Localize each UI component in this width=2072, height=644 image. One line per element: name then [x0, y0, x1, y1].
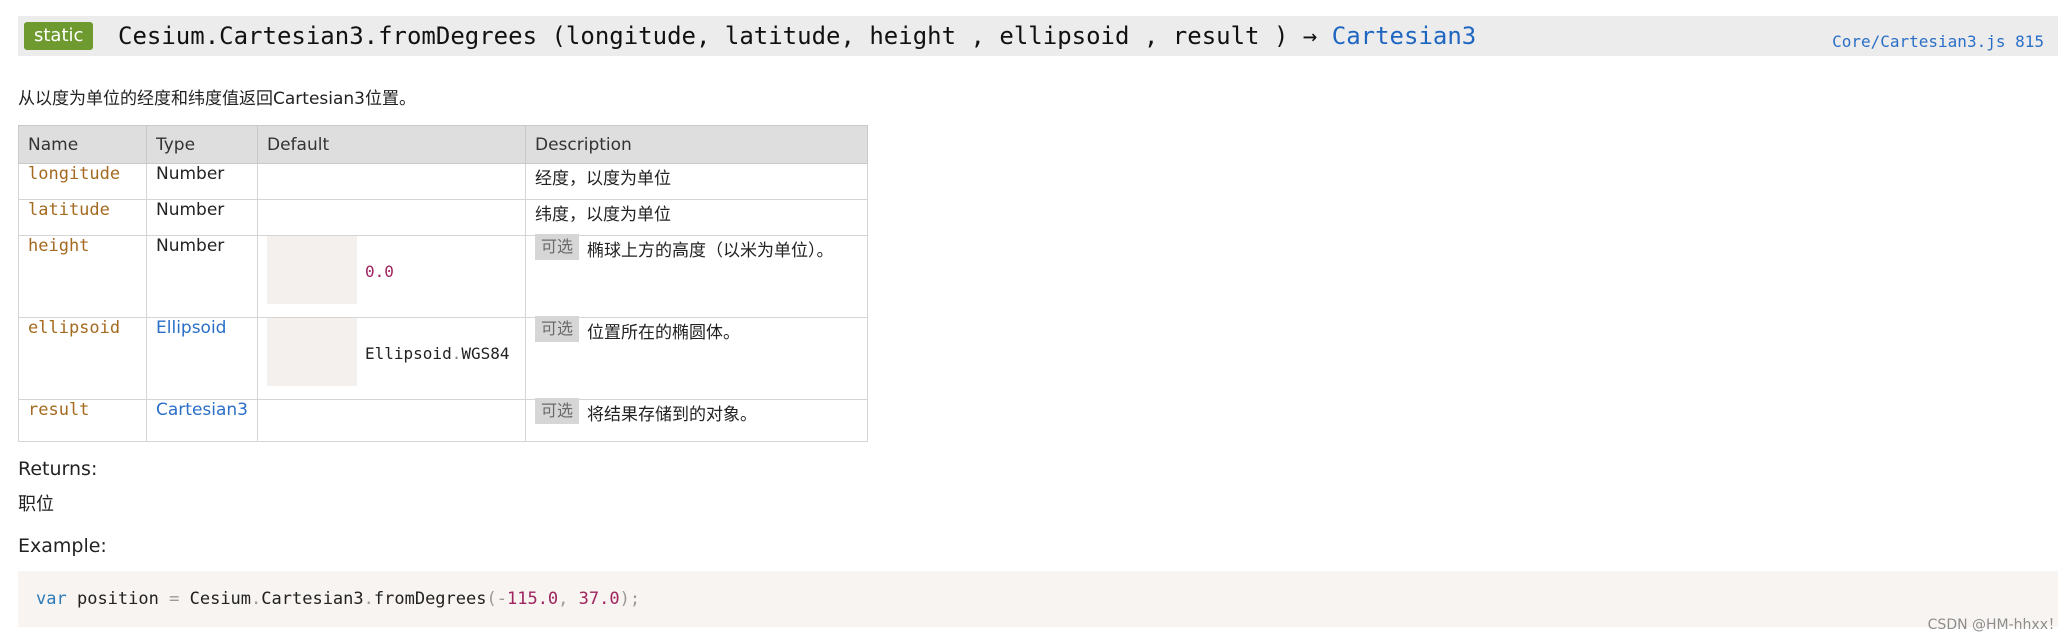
returns-value: 职位	[18, 494, 54, 515]
table-row: longitude Number 经度，以度为单位	[18, 163, 868, 200]
header-default: Default	[257, 125, 526, 164]
code-number: 115.0	[506, 589, 559, 609]
source-file-link[interactable]: Core/Cartesian3.js 815	[1832, 32, 2044, 51]
code-operator: =	[169, 589, 180, 609]
code-number: 37.0	[578, 589, 620, 609]
param-description: 将结果存储到的对象。	[587, 405, 758, 425]
param-description-cell: 可选椭球上方的高度（以米为单位）。	[525, 234, 868, 318]
watermark: CSDN @HM-hhxx！	[1927, 617, 2062, 633]
header-description: Description	[525, 125, 868, 164]
example-label: Example:	[18, 535, 107, 557]
example-code-block: var position = Cesium.Cartesian3.fromDeg…	[18, 571, 2058, 627]
default-property: WGS84	[461, 344, 510, 363]
method-description: 从以度为单位的经度和纬度值返回Cartesian3位置。	[18, 89, 416, 109]
param-type-cell: Ellipsoid	[146, 317, 258, 400]
param-description-cell: 可选位置所在的椭圆体。	[525, 316, 868, 400]
param-name: ellipsoid	[28, 318, 121, 338]
code-line: var position = Cesium.Cartesian3.fromDeg…	[36, 589, 640, 609]
code-identifier: position	[76, 589, 159, 609]
param-type-cell: Number	[146, 199, 258, 236]
code-paren: )	[619, 589, 630, 609]
default-code-box: Ellipsoid.WGS84	[267, 318, 510, 386]
code-dot: .	[251, 589, 262, 609]
header-type: Type	[146, 125, 258, 164]
param-name-cell: longitude	[18, 163, 147, 200]
optional-badge: 可选	[535, 316, 580, 342]
table-row: latitude Number 纬度，以度为单位	[18, 199, 868, 236]
param-name-cell: ellipsoid	[18, 317, 147, 400]
table-header-row: Name Type Default Description	[18, 125, 868, 164]
type-link[interactable]: Cartesian3	[156, 400, 248, 420]
param-description: 位置所在的椭圆体。	[587, 323, 741, 343]
code-function: fromDegrees	[373, 589, 487, 609]
param-description-cell: 可选将结果存储到的对象。	[525, 398, 868, 442]
param-type-cell: Number	[146, 235, 258, 318]
table-row: ellipsoid Ellipsoid Ellipsoid.WGS84 可选位置…	[18, 316, 868, 400]
method-signature: Cesium.Cartesian3.fromDegrees (longitude…	[118, 20, 1476, 52]
default-value: 0.0	[365, 262, 394, 281]
param-type-cell: Cartesian3	[146, 399, 258, 442]
param-description: 椭球上方的高度（以米为单位）。	[587, 241, 834, 261]
method-signature-bar: static Cesium.Cartesian3.fromDegrees (lo…	[18, 16, 2058, 56]
code-paren: (	[486, 589, 497, 609]
param-name: height	[28, 236, 90, 256]
param-name-cell: result	[18, 399, 147, 442]
param-default-cell	[257, 163, 526, 200]
param-default-cell	[257, 399, 526, 442]
parameters-table: Name Type Default Description longitude …	[18, 125, 868, 442]
code-dot: .	[363, 589, 374, 609]
table-row: height Number 0.0 可选椭球上方的高度（以米为单位）。	[18, 234, 868, 318]
code-object: Cesium	[189, 589, 252, 609]
param-name-cell: height	[18, 235, 147, 318]
param-default-cell: 0.0	[257, 235, 526, 318]
param-name: longitude	[28, 164, 121, 184]
static-badge: static	[24, 22, 94, 50]
param-type-cell: Number	[146, 163, 258, 200]
optional-badge: 可选	[535, 398, 580, 424]
default-object: Ellipsoid	[365, 344, 452, 363]
code-keyword: var	[36, 589, 67, 609]
param-description-cell: 纬度，以度为单位	[525, 199, 868, 236]
param-name: latitude	[28, 200, 110, 220]
signature-text: Cesium.Cartesian3.fromDegrees (longitude…	[118, 22, 1318, 50]
default-dot: .	[451, 344, 462, 363]
return-type-link[interactable]: Cartesian3	[1331, 22, 1477, 50]
code-class: Cartesian3	[261, 589, 364, 609]
table-row: result Cartesian3 可选将结果存储到的对象。	[18, 398, 868, 442]
optional-badge: 可选	[535, 234, 580, 260]
param-name-cell: latitude	[18, 199, 147, 236]
code-comma: ,	[558, 589, 569, 609]
default-code-box: 0.0	[267, 236, 394, 304]
param-default-cell: Ellipsoid.WGS84	[257, 317, 526, 400]
code-semicolon: ;	[629, 589, 641, 609]
code-minus: -	[496, 589, 507, 609]
param-name: result	[28, 400, 90, 420]
default-value: Ellipsoid.WGS84	[365, 344, 510, 363]
type-link[interactable]: Ellipsoid	[156, 318, 227, 338]
param-description-cell: 经度，以度为单位	[525, 163, 868, 200]
header-name: Name	[18, 125, 147, 164]
returns-label: Returns:	[18, 458, 98, 480]
param-default-cell	[257, 199, 526, 236]
